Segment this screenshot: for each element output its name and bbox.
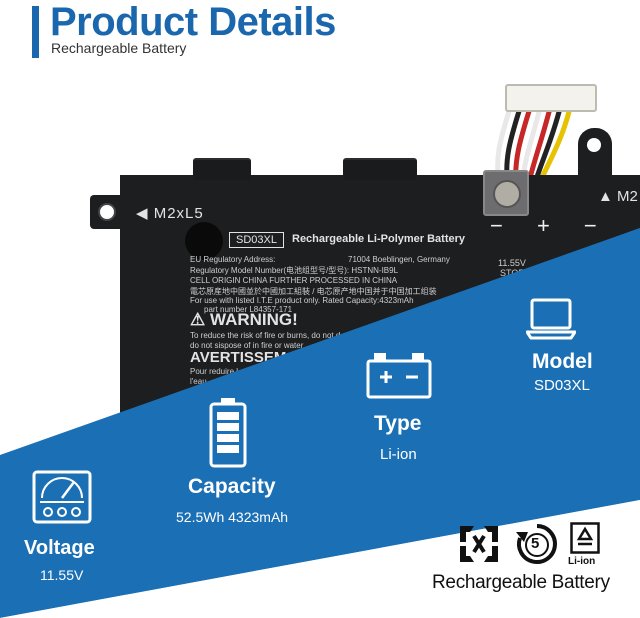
battery-tab-right xyxy=(343,158,417,180)
liion-recycle-icon xyxy=(570,522,600,554)
laptop-icon xyxy=(526,298,576,340)
screw-label-right: ▲ M2 xyxy=(598,188,638,205)
battery-tab-left xyxy=(193,158,251,180)
recycle-arrows-icon xyxy=(460,526,498,562)
recycle-5-icon xyxy=(516,524,557,564)
page-title: Product Details xyxy=(50,0,336,44)
voltmeter-icon xyxy=(32,470,92,524)
battery-plug xyxy=(483,170,529,216)
screw-icon xyxy=(493,180,521,208)
mount-hole xyxy=(587,138,601,152)
header-accent-bar xyxy=(32,6,39,58)
battery-mount-ear xyxy=(90,195,122,229)
spec-type-title: Type xyxy=(374,412,422,435)
page-subtitle: Rechargeable Battery xyxy=(51,40,187,56)
mount-hole xyxy=(98,203,116,221)
badge-number: 5 xyxy=(531,535,540,552)
screw-label-left: ◀ M2xL5 xyxy=(136,205,204,222)
liion-label: Li-ion xyxy=(568,556,596,567)
footer-rechargeable-battery: Rechargeable Battery xyxy=(432,572,610,593)
spec-model-value: SD03XL xyxy=(534,377,590,394)
battery-level-icon xyxy=(209,398,247,468)
spec-model-title: Model xyxy=(532,350,593,373)
battery-terminals-icon xyxy=(366,353,432,399)
spec-capacity-value: 52.5Wh 4323mAh xyxy=(176,509,289,525)
battery-connector xyxy=(505,84,597,112)
battery-mount-right xyxy=(578,128,612,180)
spec-voltage-value: 11.55V xyxy=(40,567,84,583)
spec-voltage-title: Voltage xyxy=(24,537,95,559)
spec-capacity-title: Capacity xyxy=(188,475,276,498)
spec-type-value: Li-ion xyxy=(380,446,417,463)
